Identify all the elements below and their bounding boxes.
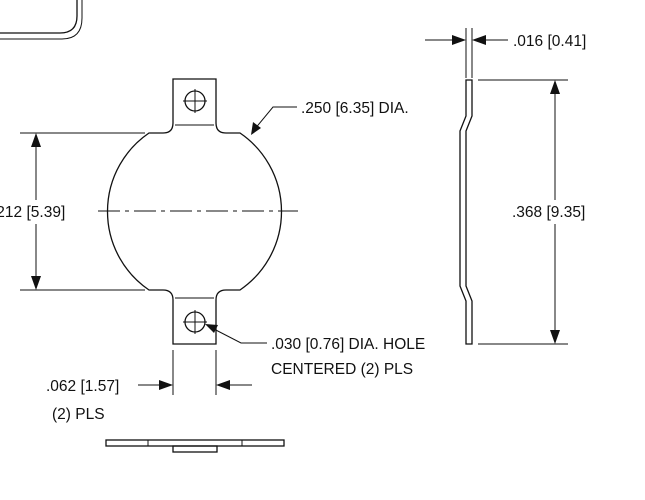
side-profile [459, 79, 473, 345]
top-hole [183, 89, 207, 113]
body-width-label: .212 [5.39] [0, 204, 65, 221]
body-diameter-label: .250 [6.35] DIA. [301, 100, 409, 117]
title-block-corner [0, 0, 78, 34]
hole-note-line2: CENTERED (2) PLS [271, 361, 413, 378]
edge-view [105, 439, 285, 453]
body-outline [106, 78, 283, 345]
bottom-hole [183, 310, 207, 334]
title-block-corner-inner [0, 0, 83, 40]
front-view [20, 78, 298, 395]
hole-note-line1: .030 [0.76] DIA. HOLE [271, 336, 425, 353]
tab-width-label: .062 [1.57] [46, 378, 119, 395]
overall-height-label: .368 [9.35] [512, 204, 585, 221]
thickness-label: .016 [0.41] [513, 33, 586, 50]
side-view [425, 28, 568, 345]
tab-width-note: (2) PLS [52, 406, 105, 423]
